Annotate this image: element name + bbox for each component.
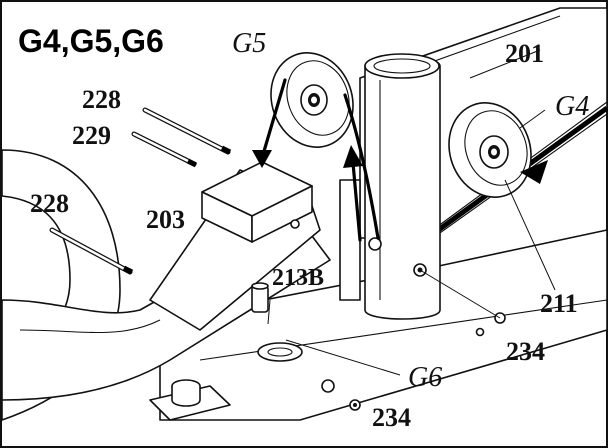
belt-route <box>252 78 548 242</box>
label-211: 211 <box>540 289 578 318</box>
pin-228-mid <box>49 227 134 275</box>
label-213b: 213B <box>272 265 324 291</box>
label-g6: G6 <box>408 362 442 393</box>
label-228-top: 228 <box>82 85 121 114</box>
arm-part-203 <box>149 161 321 331</box>
slot-opening-g6 <box>257 342 303 362</box>
label-234-bottom: 234 <box>372 403 411 432</box>
label-g4: G4 <box>555 91 589 122</box>
diagram-title: G4,G5,G6 <box>18 23 164 59</box>
label-201: 201 <box>505 39 544 68</box>
base-block <box>149 379 231 421</box>
label-203: 203 <box>146 205 185 234</box>
arrow-down-icon <box>252 150 272 168</box>
label-228-mid: 228 <box>30 189 69 218</box>
pin-229 <box>131 131 198 168</box>
leader-lines <box>285 49 556 376</box>
arrow-up-icon <box>343 145 363 168</box>
label-234-right: 234 <box>506 337 545 366</box>
arrow-left-icon <box>520 160 548 184</box>
pin-228-top <box>142 107 232 155</box>
screw-234-right <box>419 269 506 337</box>
pulley-g4 <box>448 102 532 198</box>
screw-234-bottom <box>321 379 361 411</box>
label-g5: G5 <box>232 28 266 59</box>
fitting-213b <box>251 282 271 325</box>
label-229: 229 <box>72 121 111 150</box>
